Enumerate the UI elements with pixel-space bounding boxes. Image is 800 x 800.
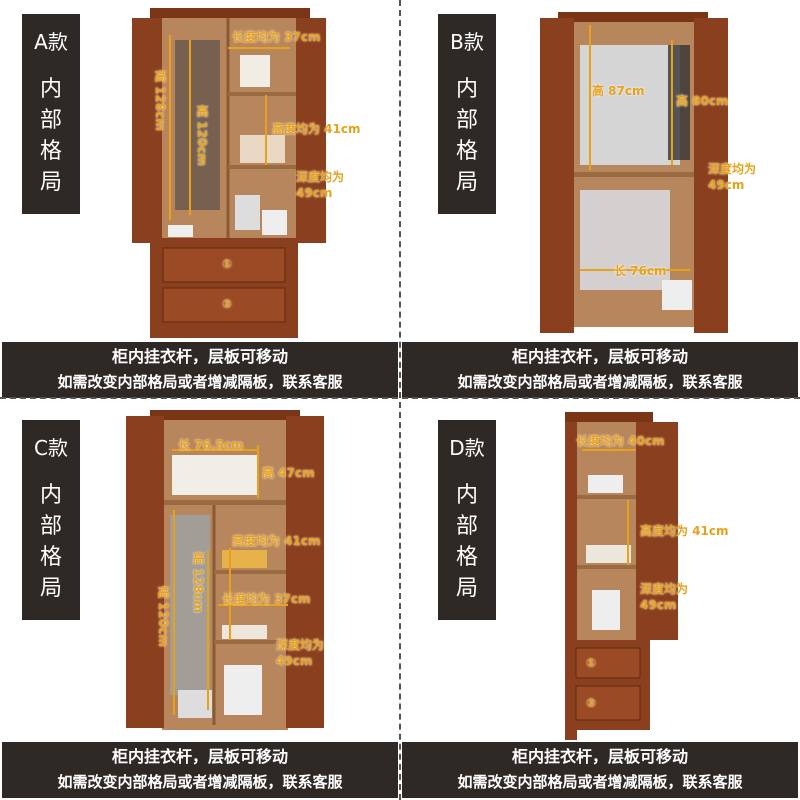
dim-annotation: 深度均为: [708, 162, 757, 176]
style-label-box: A款 内部格局: [22, 14, 80, 214]
drawer-number: ②: [222, 297, 233, 311]
dim-annotation: 长 76cm: [614, 264, 667, 278]
caption-line1: 柜内挂衣杆，层板可移动: [511, 747, 688, 766]
dim-annotation: 49cm: [276, 654, 313, 668]
dim-annotation: 高 47cm: [262, 466, 315, 480]
caption: 柜内挂衣杆，层板可移动 如需改变内部格局或者增减隔板，联系客服: [2, 342, 398, 398]
style-code: B款: [450, 30, 484, 54]
style-label-box: D款 内部格局: [438, 420, 496, 620]
caption-line2: 如需改变内部格局或者增减隔板，联系客服: [457, 773, 743, 791]
style-vertical-label: 内部格局: [456, 77, 479, 195]
style-vertical-label: 内部格局: [40, 483, 63, 601]
dim-annotation: 高 120cm: [156, 586, 170, 647]
drawer-number: ①: [586, 656, 597, 670]
drawer-number: ②: [586, 696, 597, 710]
style-code: D款: [449, 436, 485, 460]
dim-annotation: 深度均为: [296, 170, 345, 184]
dim-annotation: 高 128cm: [153, 70, 167, 131]
caption-line2: 如需改变内部格局或者增减隔板，联系客服: [57, 773, 343, 791]
dim-annotation: 高 80cm: [676, 94, 729, 108]
caption: 柜内挂衣杆，层板可移动 如需改变内部格局或者增减隔板，联系客服: [402, 742, 798, 798]
caption-line1: 柜内挂衣杆，层板可移动: [111, 747, 288, 766]
dim-annotation: 高 87cm: [592, 84, 645, 98]
dim-annotation: 长度均为 37cm: [232, 30, 321, 44]
panel-b: B款 内部格局 高 87cm 高 80cm 深度均为 49cm 长 76cm 柜…: [400, 0, 800, 400]
style-label-box: B款 内部格局: [438, 14, 496, 214]
wardrobe-a-illustration: [132, 8, 326, 338]
style-label-box: C款 内部格局: [22, 420, 80, 620]
style-code: C款: [34, 436, 68, 460]
panel-c: C款 内部格局 长 76.5cm 高 47cm 高度均为 41cm 高 128c…: [0, 400, 400, 800]
dim-annotation: 深度均为: [640, 582, 689, 596]
dim-annotation: 49cm: [640, 598, 677, 612]
caption: 柜内挂衣杆，层板可移动 如需改变内部格局或者增减隔板，联系客服: [402, 342, 798, 398]
dim-annotation: 高度均为 41cm: [640, 524, 729, 538]
caption-line2: 如需改变内部格局或者增减隔板，联系客服: [457, 373, 743, 391]
wardrobe-d-illustration: [565, 412, 678, 740]
wardrobe-b-illustration: [540, 12, 728, 333]
dim-annotation: 深度均为: [276, 638, 325, 652]
drawer-number: ①: [222, 257, 233, 271]
caption-line1: 柜内挂衣杆，层板可移动: [111, 347, 288, 366]
dim-annotation: 高 120cm: [195, 105, 209, 166]
wardrobe-c-illustration: [126, 410, 324, 730]
dim-annotation: 高度均为 41cm: [272, 122, 361, 136]
dim-annotation: 长度均为 40cm: [576, 434, 665, 448]
dim-annotation: 长 76.5cm: [178, 438, 244, 452]
panel-d: D款 内部格局 长度均为 40cm 高度均为 41cm 深度均为 49cm ① …: [400, 400, 800, 800]
style-vertical-label: 内部格局: [456, 483, 479, 601]
caption-line2: 如需改变内部格局或者增减隔板，联系客服: [57, 373, 343, 391]
dim-annotation: 高 128cm: [191, 552, 205, 613]
dim-annotation: 高度均为 41cm: [232, 534, 321, 548]
caption-line1: 柜内挂衣杆，层板可移动: [511, 347, 688, 366]
dim-annotation: 长度均为 37cm: [222, 592, 311, 606]
caption: 柜内挂衣杆，层板可移动 如需改变内部格局或者增减隔板，联系客服: [2, 742, 398, 798]
vertical-divider: [399, 0, 401, 800]
style-vertical-label: 内部格局: [40, 77, 63, 195]
dim-annotation: 49cm: [708, 178, 745, 192]
style-code: A款: [34, 30, 68, 54]
horizontal-divider: [0, 397, 800, 399]
dim-annotation: 49cm: [296, 186, 333, 200]
panel-a: A款 内部格局 长度均为 37cm 高 128cm 高 120cm: [0, 0, 400, 400]
